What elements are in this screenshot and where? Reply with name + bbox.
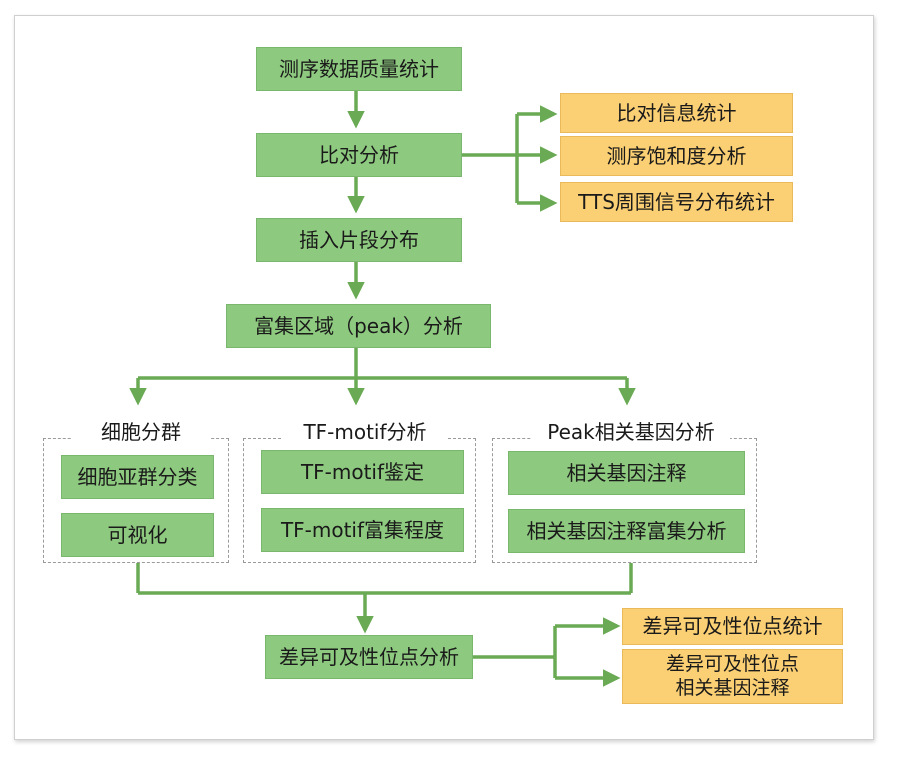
item-visualization: 可视化 (61, 513, 214, 557)
node-alignment: 比对分析 (256, 133, 462, 177)
group-tf-motif-title: TF-motif分析 (283, 416, 447, 445)
output-diff-stats: 差异可及性位点统计 (622, 608, 843, 645)
group-clustering-title: 细胞分群 (72, 416, 210, 445)
node-seq-quality: 测序数据质量统计 (256, 47, 462, 91)
node-diff-sites: 差异可及性位点分析 (265, 635, 473, 679)
output-diff-genes: 差异可及性位点 相关基因注释 (622, 649, 843, 704)
item-gene-annotation: 相关基因注释 (508, 451, 745, 495)
output-saturation: 测序饱和度分析 (560, 136, 793, 176)
item-tf-enrichment: TF-motif富集程度 (261, 508, 464, 552)
output-align-stats: 比对信息统计 (560, 93, 793, 133)
node-insert-size: 插入片段分布 (256, 218, 462, 262)
group-peak-genes-title: Peak相关基因分析 (532, 416, 730, 445)
output-tts: TTS周围信号分布统计 (560, 182, 793, 222)
node-peak: 富集区域（peak）分析 (226, 304, 491, 348)
item-tf-identification: TF-motif鉴定 (261, 450, 464, 494)
item-gene-annotation-enrichment: 相关基因注释富集分析 (508, 509, 745, 553)
item-subpopulation: 细胞亚群分类 (61, 455, 214, 499)
